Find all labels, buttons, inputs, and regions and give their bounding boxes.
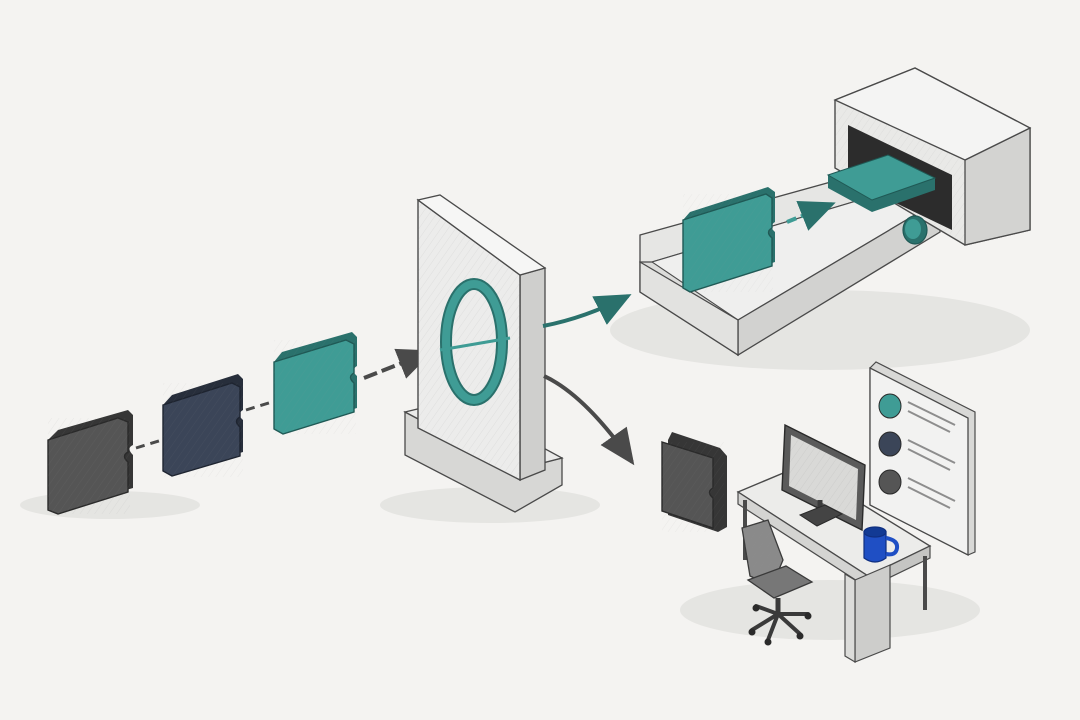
checklist-dot-1 bbox=[878, 393, 902, 419]
coffee-mug-icon bbox=[863, 526, 900, 563]
queue-link-2 bbox=[245, 400, 273, 412]
arrow-to-manual-lane bbox=[543, 374, 635, 466]
office-chair-icon bbox=[741, 519, 814, 646]
desk-workstation-icon bbox=[736, 423, 932, 664]
checklist-dot-3 bbox=[878, 469, 902, 495]
queue-cards bbox=[47, 332, 434, 515]
gate-ring-icon bbox=[403, 194, 564, 513]
monitor-icon bbox=[781, 423, 866, 532]
card-manual-gray-icon bbox=[661, 432, 727, 532]
checklist-board-icon bbox=[869, 361, 976, 557]
queue-link-1 bbox=[135, 438, 163, 450]
conveyor-machine-icon bbox=[639, 67, 1032, 357]
card-navy-icon bbox=[162, 374, 243, 477]
card-gray-icon bbox=[47, 410, 133, 515]
card-teal-icon bbox=[273, 332, 357, 435]
arrow-to-fast-lane bbox=[542, 294, 632, 328]
checklist-dot-2 bbox=[878, 431, 902, 457]
